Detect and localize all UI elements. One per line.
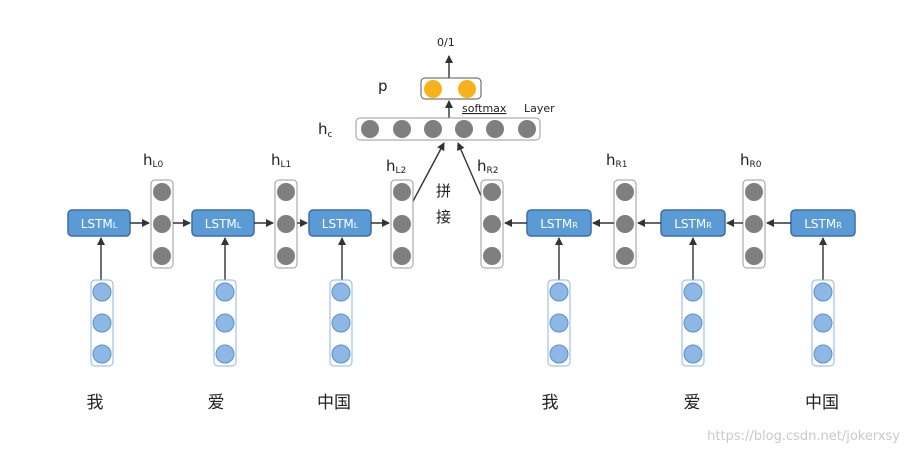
input-col-6 [811, 279, 835, 367]
h-label-l1: hL1 [271, 151, 291, 170]
hidden-col-l2 [390, 179, 414, 269]
p-label: p [378, 77, 388, 95]
input-col-3 [329, 279, 353, 367]
word-left-1: 我 [87, 393, 104, 413]
word-left-2: 爱 [208, 393, 225, 413]
lstm-left-1: LSTML [67, 209, 131, 237]
svg-text:LSTML: LSTML [81, 217, 118, 231]
hidden-col-r1 [613, 179, 637, 269]
input-col-5 [681, 279, 705, 367]
output-label: 0/1 [437, 36, 455, 49]
softmax-label: softmax [462, 102, 507, 115]
svg-text:LSTMR: LSTMR [804, 217, 842, 231]
softmax-unit-0 [424, 80, 442, 98]
input-arrows [97, 237, 827, 282]
word-right-2: 爱 [684, 393, 701, 413]
lstm-right-1: LSTMR [790, 209, 856, 237]
word-right-3: 中国 [805, 393, 839, 413]
concat-char-1: 拼 [436, 182, 451, 200]
h-label-r0: hR0 [740, 151, 762, 170]
svg-text:LSTML: LSTML [322, 217, 359, 231]
h-label-r1: hR1 [606, 151, 628, 170]
input-col-2 [213, 279, 237, 367]
lstm-right-3: LSTMR [526, 209, 592, 237]
hidden-col-r0 [742, 179, 766, 269]
hc-vector [355, 117, 541, 141]
input-col-4 [547, 279, 571, 367]
h-label-r2: hR2 [477, 157, 499, 176]
svg-text:LSTML: LSTML [205, 217, 242, 231]
hidden-col-l1 [274, 179, 298, 269]
svg-text:LSTMR: LSTMR [540, 217, 578, 231]
hidden-col-r2 [480, 179, 504, 269]
hidden-col-l0 [150, 179, 174, 269]
h-label-l2: hL2 [386, 157, 406, 176]
input-col-1 [90, 279, 114, 367]
lstm-left-2: LSTML [191, 209, 255, 237]
watermark: https://blog.csdn.net/jokerxsy [707, 429, 900, 444]
lstm-left-3: LSTML [308, 209, 372, 237]
layer-label: Layer [524, 102, 555, 115]
concat-char-2: 接 [436, 208, 451, 226]
word-left-3: 中国 [317, 393, 351, 413]
word-right-1: 我 [542, 393, 559, 413]
svg-text:LSTMR: LSTMR [674, 217, 712, 231]
h-label-l0: hL0 [143, 151, 164, 170]
lstm-right-2: LSTMR [660, 209, 726, 237]
softmax-box [420, 77, 482, 100]
hc-label: hc [318, 120, 333, 140]
softmax-unit-1 [458, 80, 476, 98]
